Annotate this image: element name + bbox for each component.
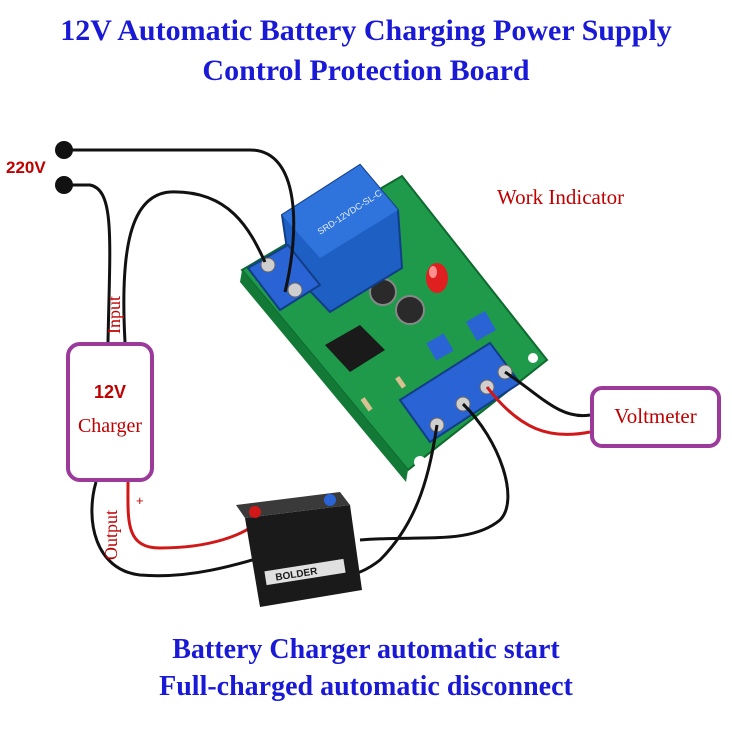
- input-label: Input: [104, 296, 124, 334]
- voltmeter-box: [590, 386, 721, 448]
- work-indicator-led: [426, 263, 448, 293]
- page-title-line-2: Control Protection Board: [202, 54, 530, 87]
- mains-voltage-label: 220V: [6, 158, 46, 177]
- page-title-line-1: 12V Automatic Battery Charging Power Sup…: [60, 14, 672, 47]
- charger-voltage-label: 12V: [93, 382, 127, 402]
- ic-chip: [325, 325, 385, 372]
- red-wires: [126, 386, 591, 550]
- voltmeter-label: Voltmeter: [614, 404, 697, 428]
- caption-line-1: Battery Charger automatic start: [172, 634, 560, 665]
- charger-label: Charger: [77, 415, 143, 437]
- battery: BOLDER: [236, 492, 362, 607]
- output-label: Output: [101, 509, 121, 560]
- potentiometer: [426, 333, 454, 361]
- capacitor: [395, 295, 425, 325]
- work-indicator-label: Work Indicator: [497, 185, 625, 209]
- charger-box: [66, 342, 154, 482]
- potentiometer: [465, 310, 497, 342]
- caption-line-2: Full-charged automatic disconnect: [159, 671, 573, 702]
- plus-label: +: [136, 493, 144, 508]
